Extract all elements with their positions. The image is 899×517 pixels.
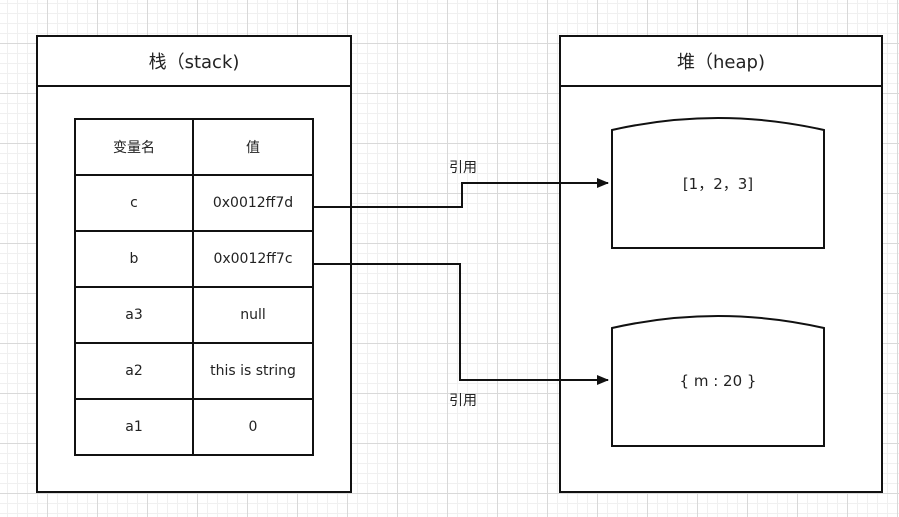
table-row: c 0x0012ff7d [74, 174, 314, 232]
variable-name-cell: a2 [74, 342, 194, 400]
heap-object-content: [1，2，3] [682, 175, 754, 193]
heap-panel: 堆（heap) [559, 35, 883, 493]
variable-value-cell: 0x0012ff7c [192, 230, 314, 288]
heap-object-content: { m : 20 } [679, 372, 757, 390]
table-header-row: 变量名 值 [74, 118, 314, 176]
column-header-name: 变量名 [74, 118, 194, 176]
variable-name-cell: a3 [74, 286, 194, 344]
column-header-value: 值 [192, 118, 314, 176]
reference-label: 引用 [449, 393, 477, 409]
table-row: a2 this is string [74, 342, 314, 400]
variable-name-cell: b [74, 230, 194, 288]
table-row: b 0x0012ff7c [74, 230, 314, 288]
stack-title: 栈（stack) [38, 37, 350, 87]
table-row: a3 null [74, 286, 314, 344]
heap-title: 堆（heap) [561, 37, 881, 87]
table-row: a1 0 [74, 398, 314, 456]
variable-value-cell: 0 [192, 398, 314, 456]
variable-value-cell: this is string [192, 342, 314, 400]
reference-label: 引用 [449, 160, 477, 176]
variable-value-cell: null [192, 286, 314, 344]
variable-value-cell: 0x0012ff7d [192, 174, 314, 232]
variable-name-cell: a1 [74, 398, 194, 456]
stack-variable-table: 变量名 值 c 0x0012ff7d b 0x0012ff7c a3 null … [74, 118, 314, 456]
variable-name-cell: c [74, 174, 194, 232]
